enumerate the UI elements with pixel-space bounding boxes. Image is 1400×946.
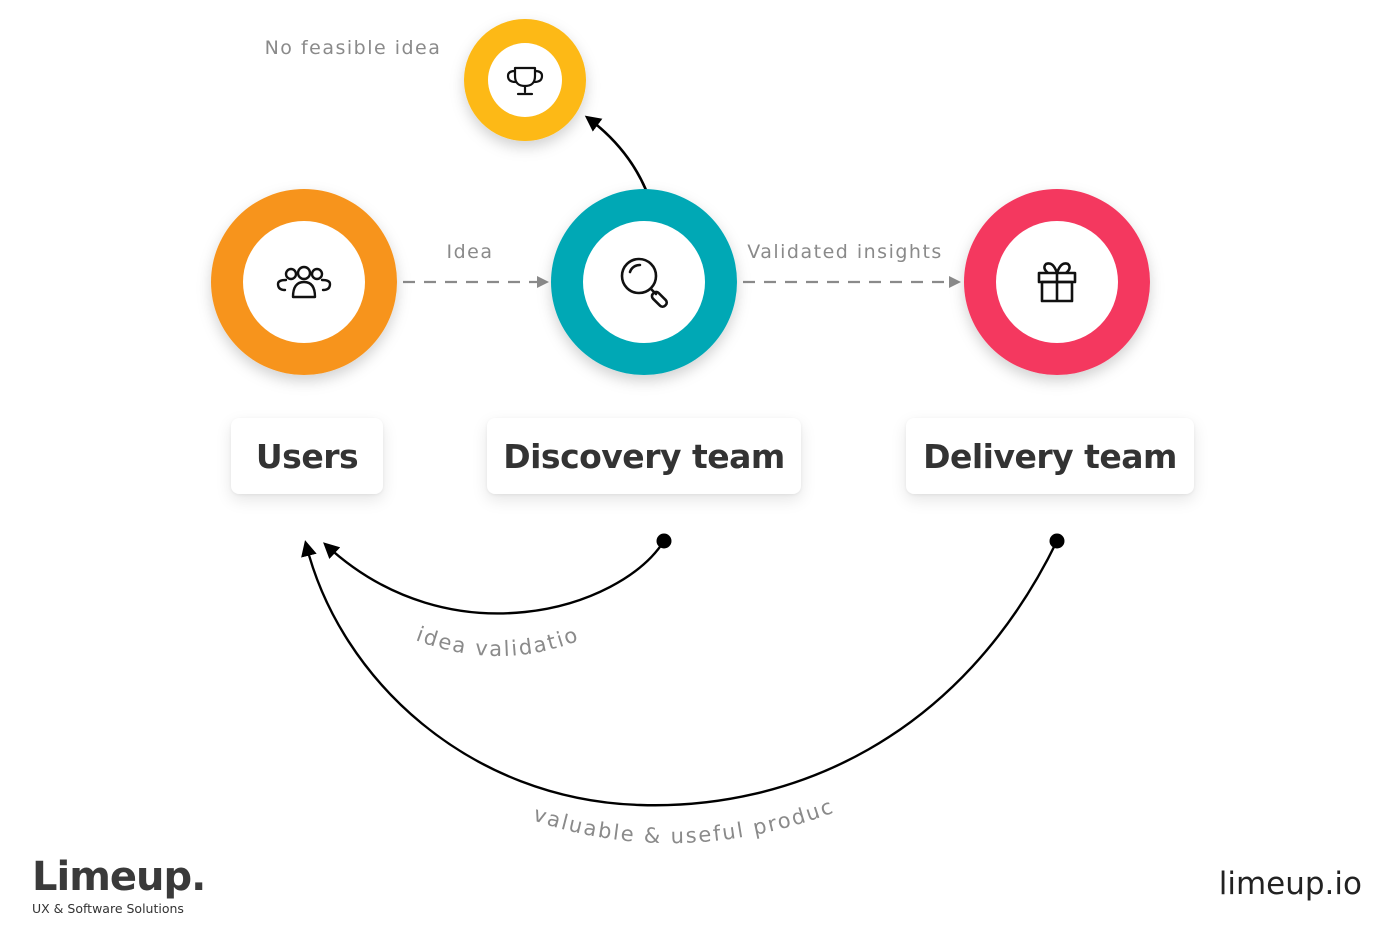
delivery-team-label: Delivery team bbox=[923, 436, 1177, 476]
validated-insights-label: Validated insights bbox=[747, 241, 943, 263]
discovery-inner-circle bbox=[583, 221, 705, 343]
site-url[interactable]: limeup.io bbox=[1218, 866, 1362, 902]
discovery-node bbox=[551, 189, 737, 375]
search-icon bbox=[620, 257, 669, 309]
brand-tagline: UX & Software Solutions bbox=[32, 901, 184, 916]
users-label-card: Users bbox=[231, 418, 383, 494]
brand-name: Limeup. bbox=[32, 854, 206, 900]
delivery-node bbox=[964, 189, 1150, 375]
no-idea-arrow bbox=[584, 115, 648, 191]
idea-validation-arrow bbox=[323, 540, 666, 615]
users-label: Users bbox=[255, 436, 359, 476]
discovery-team-label: Discovery team bbox=[503, 436, 785, 476]
gift-icon bbox=[1037, 262, 1077, 303]
trophy-icon bbox=[506, 66, 544, 96]
no-idea-node bbox=[464, 19, 586, 141]
users-node bbox=[211, 189, 397, 375]
valuable-product-start-dot bbox=[1049, 533, 1065, 549]
idea-label: Idea bbox=[447, 241, 494, 263]
no-feasible-idea-label: No feasible idea bbox=[265, 37, 442, 59]
brand-logo: Limeup. UX & Software Solutions bbox=[32, 853, 206, 917]
idea-validation-start-dot bbox=[656, 533, 672, 549]
users-group-icon bbox=[276, 265, 332, 299]
discovery-team-label-card: Discovery team bbox=[487, 418, 801, 494]
valuable-product-arrow bbox=[301, 540, 1059, 807]
no-idea-inner-circle bbox=[488, 43, 562, 117]
delivery-team-label-card: Delivery team bbox=[906, 418, 1194, 494]
